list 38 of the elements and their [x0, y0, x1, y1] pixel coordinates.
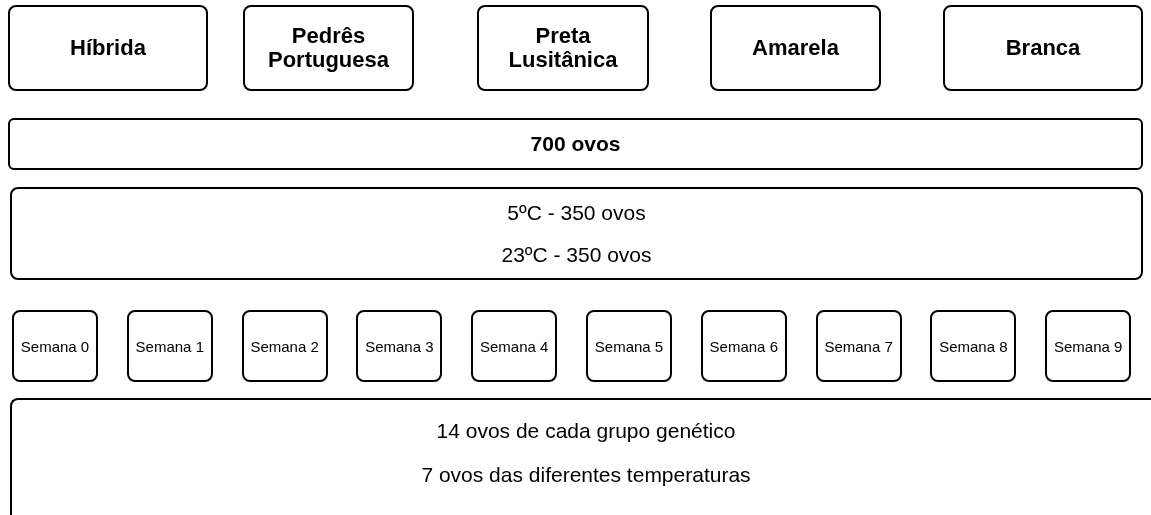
box-text: 700 ovos: [530, 131, 621, 158]
box-text: 14 ovos de cada grupo genético: [436, 418, 736, 444]
note-box: [10, 398, 1151, 515]
box-text: Híbrida: [70, 36, 146, 60]
box-text: Preta Lusitânica: [507, 24, 619, 72]
breed-box: [8, 5, 208, 91]
breed-box: [243, 5, 414, 91]
box-text: Semana 5: [594, 337, 664, 355]
week-box: [241, 310, 328, 382]
temperature-box: [10, 187, 1143, 280]
box-text: Semana 0: [20, 337, 90, 355]
breed-box: [710, 5, 881, 91]
week-box: [356, 310, 443, 382]
box-text: Branca: [1005, 36, 1081, 60]
box-text: Semana 9: [1054, 337, 1123, 355]
box-text: Pedrês Portuguesa: [267, 24, 390, 72]
box-text: Semana 3: [365, 337, 434, 355]
box-text: Semana 6: [709, 337, 778, 355]
box-text: Semana 8: [939, 337, 1008, 355]
box-text: 23ºC - 350 ovos: [501, 241, 652, 268]
week-box: [1045, 310, 1132, 382]
week-box: [930, 310, 1017, 382]
week-box: [12, 310, 98, 382]
box-text: Semana 2: [250, 337, 319, 355]
breed-box: [943, 5, 1143, 91]
week-box: [586, 310, 672, 382]
box-text: 7 ovos das diferentes temperaturas: [421, 461, 751, 488]
total-box: [8, 118, 1143, 170]
week-box: [700, 310, 787, 382]
box-text: Semana 7: [824, 337, 893, 355]
breed-box: [477, 5, 649, 91]
box-text: Amarela: [752, 36, 839, 60]
week-box: [126, 310, 213, 382]
box-text: 5ºC - 350 ovos: [507, 200, 646, 226]
box-text: Semana 4: [480, 337, 549, 355]
week-box: [471, 310, 558, 382]
box-text: Semana 1: [135, 337, 204, 355]
week-box: [815, 310, 902, 382]
